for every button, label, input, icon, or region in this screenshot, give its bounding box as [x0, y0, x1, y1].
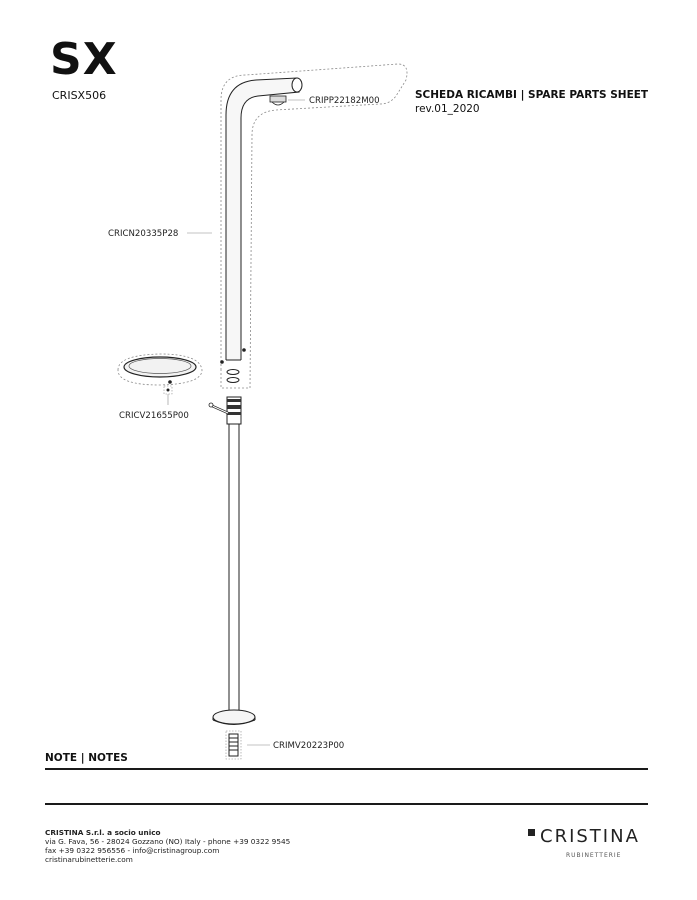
footer-contact: CRISTINA S.r.l. a socio unico via G. Fav…: [45, 828, 290, 864]
o-ring-lower: [226, 377, 240, 383]
notes-title: NOTE | NOTES: [45, 752, 128, 764]
o-ring-upper: [226, 369, 240, 375]
spout-outlet: [291, 77, 303, 93]
mixer-body: [208, 396, 242, 425]
square-icon: [528, 829, 535, 836]
model-name: SX: [50, 34, 118, 85]
notes-rule-top: [45, 768, 648, 770]
part-label-aerator: CRIPP22182M00: [309, 96, 380, 106]
cover-disc: [123, 356, 197, 378]
cap-group-outline: [117, 353, 203, 386]
notes-rule-bottom: [45, 803, 648, 805]
spout-group-outline: [220, 63, 408, 389]
revision: rev.01_2020: [415, 103, 480, 115]
brand-name: CRISTINA: [540, 826, 640, 847]
spout-tube: [225, 77, 300, 360]
aerator-part: [269, 95, 287, 106]
main-column: [228, 423, 240, 715]
company-name: CRISTINA S.r.l. a socio unico: [45, 828, 161, 837]
brand-subtitle: RUBINETTERIE: [566, 852, 622, 859]
part-label-cover: CRICV21655P00: [119, 411, 189, 421]
sheet-title: SCHEDA RICAMBI | SPARE PARTS SHEET: [415, 89, 649, 101]
product-code: CRISX506: [52, 89, 107, 102]
brand-logo: CRISTINA: [528, 826, 640, 847]
company-address: via G. Fava, 56 - 28024 Gozzano (NO) Ita…: [45, 837, 291, 846]
part-label-stud: CRIMV20223P00: [273, 741, 345, 751]
company-website: cristinarubinetterie.com: [45, 855, 133, 864]
fixing-stud: [228, 733, 239, 757]
company-fax-email: fax +39 0322 956556 - info@cristinagroup…: [45, 846, 220, 855]
part-label-spout: CRICN20335P28: [108, 229, 179, 239]
